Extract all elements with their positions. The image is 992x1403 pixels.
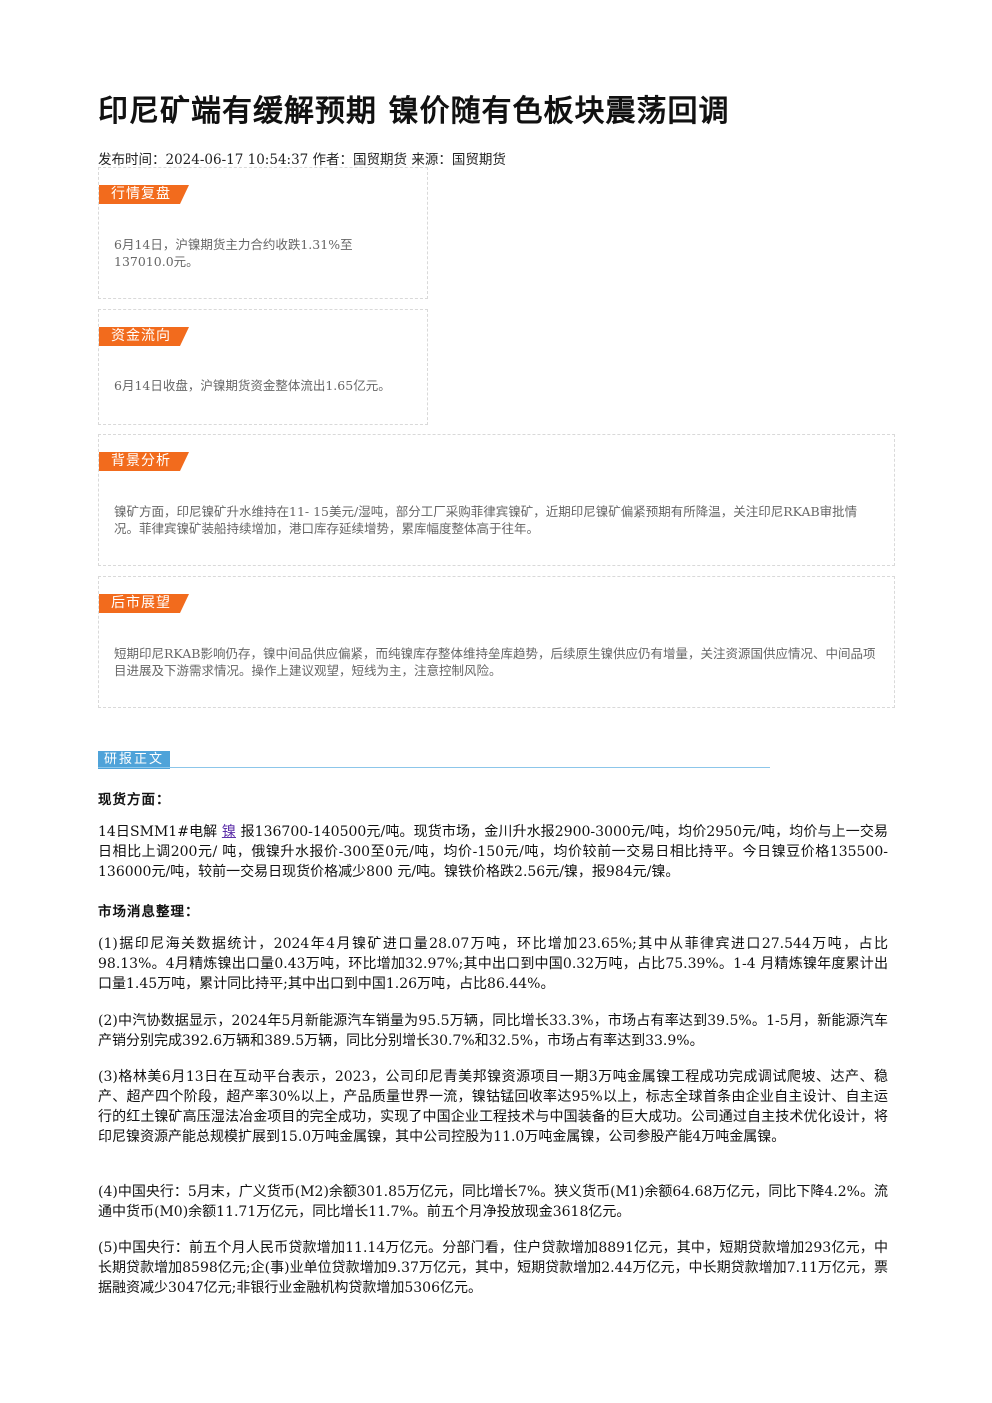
news-item-3: (3)格林美6月13日在互动平台表示，2023，公司印尼青美邦镍资源项目一期3万… <box>98 1069 888 1145</box>
news-item-1: (1)据印尼海关数据统计，2024年4月镍矿进口量28.07万吨，环比增加23.… <box>98 936 888 992</box>
news-item-5: (5)中国央行：前五个月人民币贷款增加11.14万亿元。分部门看，住户贷款增加8… <box>98 1240 888 1296</box>
news-item-2: (2)中汽协数据显示，2024年5月新能源汽车销量为95.5万辆，同比增长33.… <box>98 1013 888 1049</box>
article-meta: 发布时间：2024-06-17 10:54:37 作者：国贸期货 来源：国贸期货 <box>98 152 506 168</box>
fund-flow-box: 资金流向 6月14日收盘，沪镍期货资金整体流出1.65亿元。 <box>98 309 428 425</box>
market-review-text: 6月14日，沪镍期货主力合约收跌1.31%至137010.0元。 <box>114 237 353 269</box>
spot-paragraph: 14日SMM1#电解 镍 报136700-140500元/吨。现货市场，金川升水… <box>98 822 888 882</box>
outlook-label: 后市展望 <box>99 594 189 613</box>
nickel-link[interactable]: 镍 <box>221 824 236 840</box>
outlook-text: 短期印尼RKAB影响仍存，镍中间品供应偏紧，而纯镍库存整体维持垒库趋势，后续原生… <box>114 646 876 678</box>
market-review-label: 行情复盘 <box>99 185 189 204</box>
background-box: 背景分析 镍矿方面，印尼镍矿升水维持在11- 15美元/湿吨，部分工厂采购菲律宾… <box>98 434 895 566</box>
background-label: 背景分析 <box>99 452 189 471</box>
fund-flow-label: 资金流向 <box>99 327 189 346</box>
spot-heading: 现货方面： <box>98 792 171 808</box>
background-text: 镍矿方面，印尼镍矿升水维持在11- 15美元/湿吨，部分工厂采购菲律宾镍矿，近期… <box>114 504 858 536</box>
news-heading: 市场消息整理： <box>98 904 200 920</box>
news-item-4: (4)中国央行：5月末，广义货币(M2)余额301.85万亿元，同比增长7%。狭… <box>98 1184 888 1220</box>
spot-text-after: 报136700-140500元/吨。现货市场，金川升水报2900-3000元/吨… <box>98 824 888 880</box>
outlook-box: 后市展望 短期印尼RKAB影响仍存，镍中间品供应偏紧，而纯镍库存整体维持垒库趋势… <box>98 576 895 708</box>
market-review-box: 行情复盘 6月14日，沪镍期货主力合约收跌1.31%至137010.0元。 <box>98 167 428 299</box>
fund-flow-text: 6月14日收盘，沪镍期货资金整体流出1.65亿元。 <box>114 378 391 393</box>
report-divider <box>98 767 770 768</box>
spot-text-before: 14日SMM1#电解 <box>98 824 222 840</box>
article-title: 印尼矿端有缓解预期 镍价随有色板块震荡回调 <box>98 94 730 129</box>
report-section-label: 研报正文 <box>98 751 171 769</box>
